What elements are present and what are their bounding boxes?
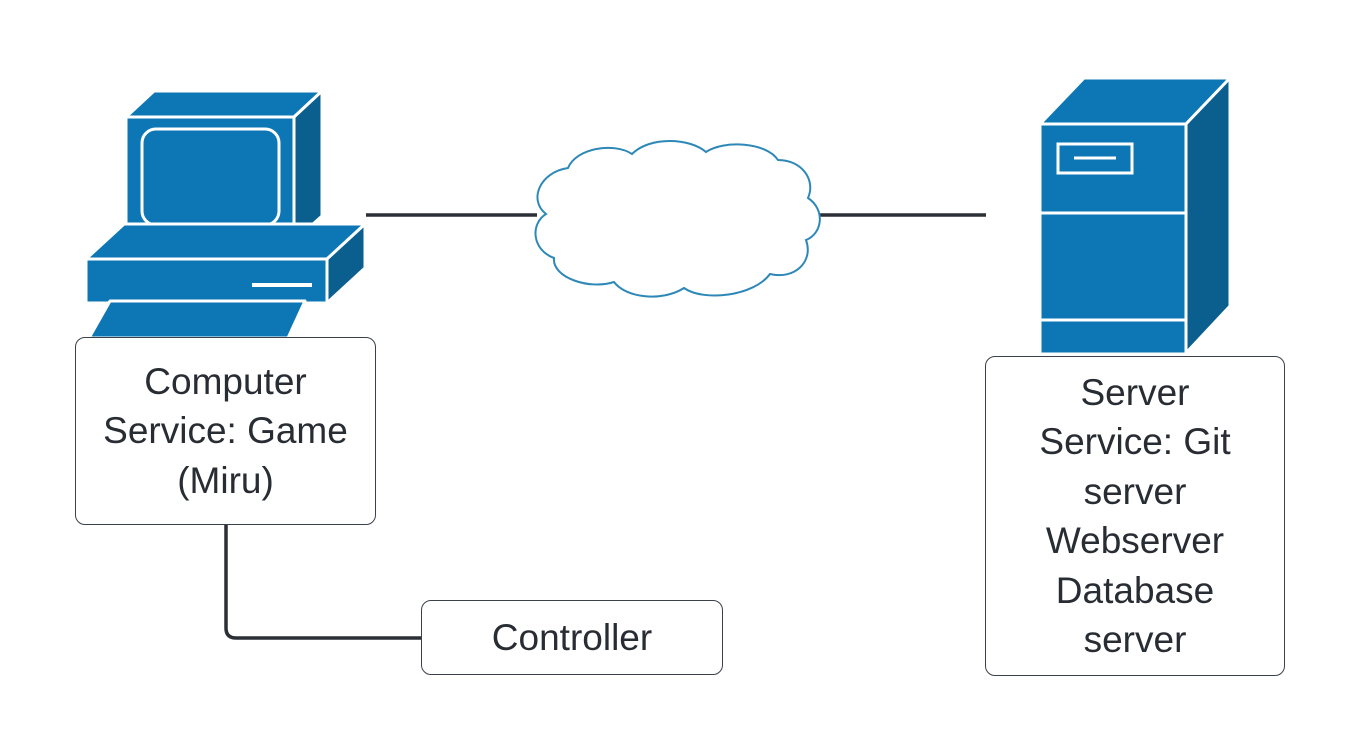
- server-label-line: server: [1083, 619, 1187, 660]
- link-computer-controller: [224, 525, 422, 640]
- server-label-line: Server: [1080, 371, 1190, 413]
- computer-label-box: Computer Service: Game (Miru): [75, 337, 376, 525]
- controller-label-box: Controller: [421, 600, 723, 675]
- server-label-box: Server Service: Git server Webserver Dat…: [985, 356, 1285, 676]
- computer-label-line: Service: Game: [103, 410, 348, 452]
- server-label-line: Webserver: [1045, 520, 1225, 561]
- server-label-line: Service: Git: [1039, 421, 1231, 462]
- desktop-computer-icon: [84, 89, 367, 340]
- controller-label-line: Controller: [491, 616, 653, 658]
- server-tower-icon: [1038, 76, 1232, 356]
- server-label-line: Database: [1055, 569, 1215, 611]
- computer-label-line: Computer: [144, 360, 307, 402]
- cloud-icon: [534, 140, 821, 298]
- computer-label-line: (Miru): [177, 459, 274, 501]
- server-label-line: server: [1083, 470, 1187, 512]
